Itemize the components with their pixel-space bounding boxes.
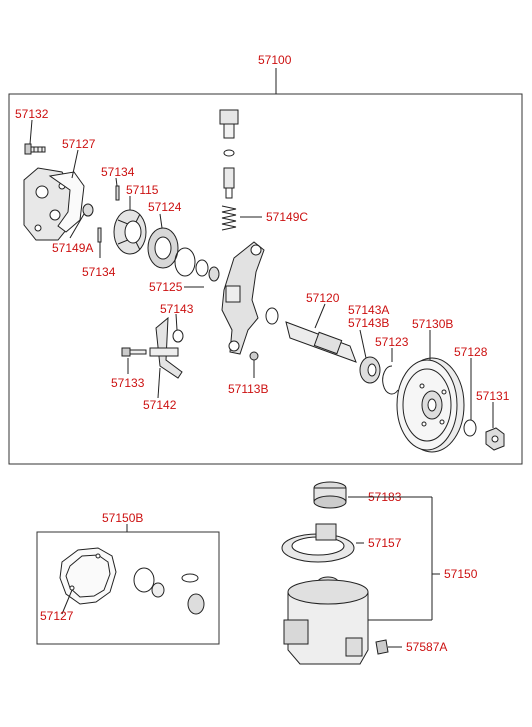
rotor-part	[113, 209, 147, 255]
seal-part	[82, 203, 94, 217]
label-57143b: 57143B	[348, 316, 389, 330]
label-57128: 57128	[454, 345, 488, 359]
leader-line	[157, 367, 161, 399]
seal-kit-frame	[36, 531, 220, 645]
leader-line	[159, 213, 163, 229]
label-57115: 57115	[126, 183, 159, 197]
reservoir-cap-part	[313, 481, 347, 509]
leader-line	[314, 303, 326, 329]
label-57150: 57150	[444, 567, 478, 581]
label-57123: 57123	[375, 335, 409, 349]
valve-fitting-part	[219, 109, 239, 199]
leader-line	[359, 329, 367, 359]
bracket-part	[149, 316, 183, 379]
washer-part	[463, 419, 477, 437]
pin-lower-part	[97, 227, 102, 243]
label-57143a: 57143A	[348, 303, 389, 317]
label-57127-kit: 57127	[40, 609, 74, 623]
label-57120: 57120	[306, 291, 340, 305]
kit-oring-part	[133, 567, 205, 615]
leader-line	[175, 313, 178, 331]
leader-line	[71, 149, 79, 179]
plug-part	[249, 351, 259, 361]
label-57149a: 57149A	[52, 241, 93, 255]
hose-clamp-part	[375, 639, 389, 655]
leader-line	[29, 119, 33, 145]
pin-upper-part	[115, 185, 120, 201]
label-57143: 57143	[160, 302, 194, 316]
oring-part	[174, 247, 220, 282]
leader-line	[61, 589, 73, 615]
label-57149c: 57149C	[266, 210, 308, 224]
cam-ring-part	[147, 227, 179, 269]
strainer-part	[281, 523, 355, 563]
small-oring-part	[172, 329, 184, 343]
label-57113b: 57113B	[228, 382, 268, 396]
snap-ring-part	[382, 365, 399, 395]
kit-gasket-part	[59, 547, 117, 605]
shaft-part	[265, 307, 357, 363]
label-57125: 57125	[149, 280, 183, 294]
label-57157: 57157	[368, 536, 402, 550]
main-assembly-frame	[8, 93, 523, 465]
label-57587a: 57587A	[406, 640, 447, 654]
pump-cover-part	[23, 167, 85, 241]
bearing-part	[359, 356, 381, 384]
bolt-part	[24, 143, 46, 155]
pump-body-part	[221, 241, 265, 355]
label-57132: 57132	[15, 107, 49, 121]
leader-line	[115, 177, 118, 187]
label-57100: 57100	[258, 53, 292, 67]
pulley-part	[396, 357, 465, 453]
leader-line	[69, 213, 85, 239]
label-57142: 57142	[143, 398, 177, 412]
label-57131: 57131	[476, 389, 510, 403]
label-57127: 57127	[62, 137, 96, 151]
label-57130b: 57130B	[412, 317, 453, 331]
label-57134-upper: 57134	[101, 165, 135, 179]
reservoir-tank-part	[283, 576, 369, 665]
label-57150b: 57150B	[102, 511, 143, 525]
label-57124: 57124	[148, 200, 182, 214]
bracket-bolt-part	[121, 347, 147, 357]
valve-spring-part	[221, 205, 237, 231]
nut-part	[485, 427, 505, 451]
label-57133: 57133	[111, 376, 145, 390]
label-57134-lower: 57134	[82, 265, 116, 279]
